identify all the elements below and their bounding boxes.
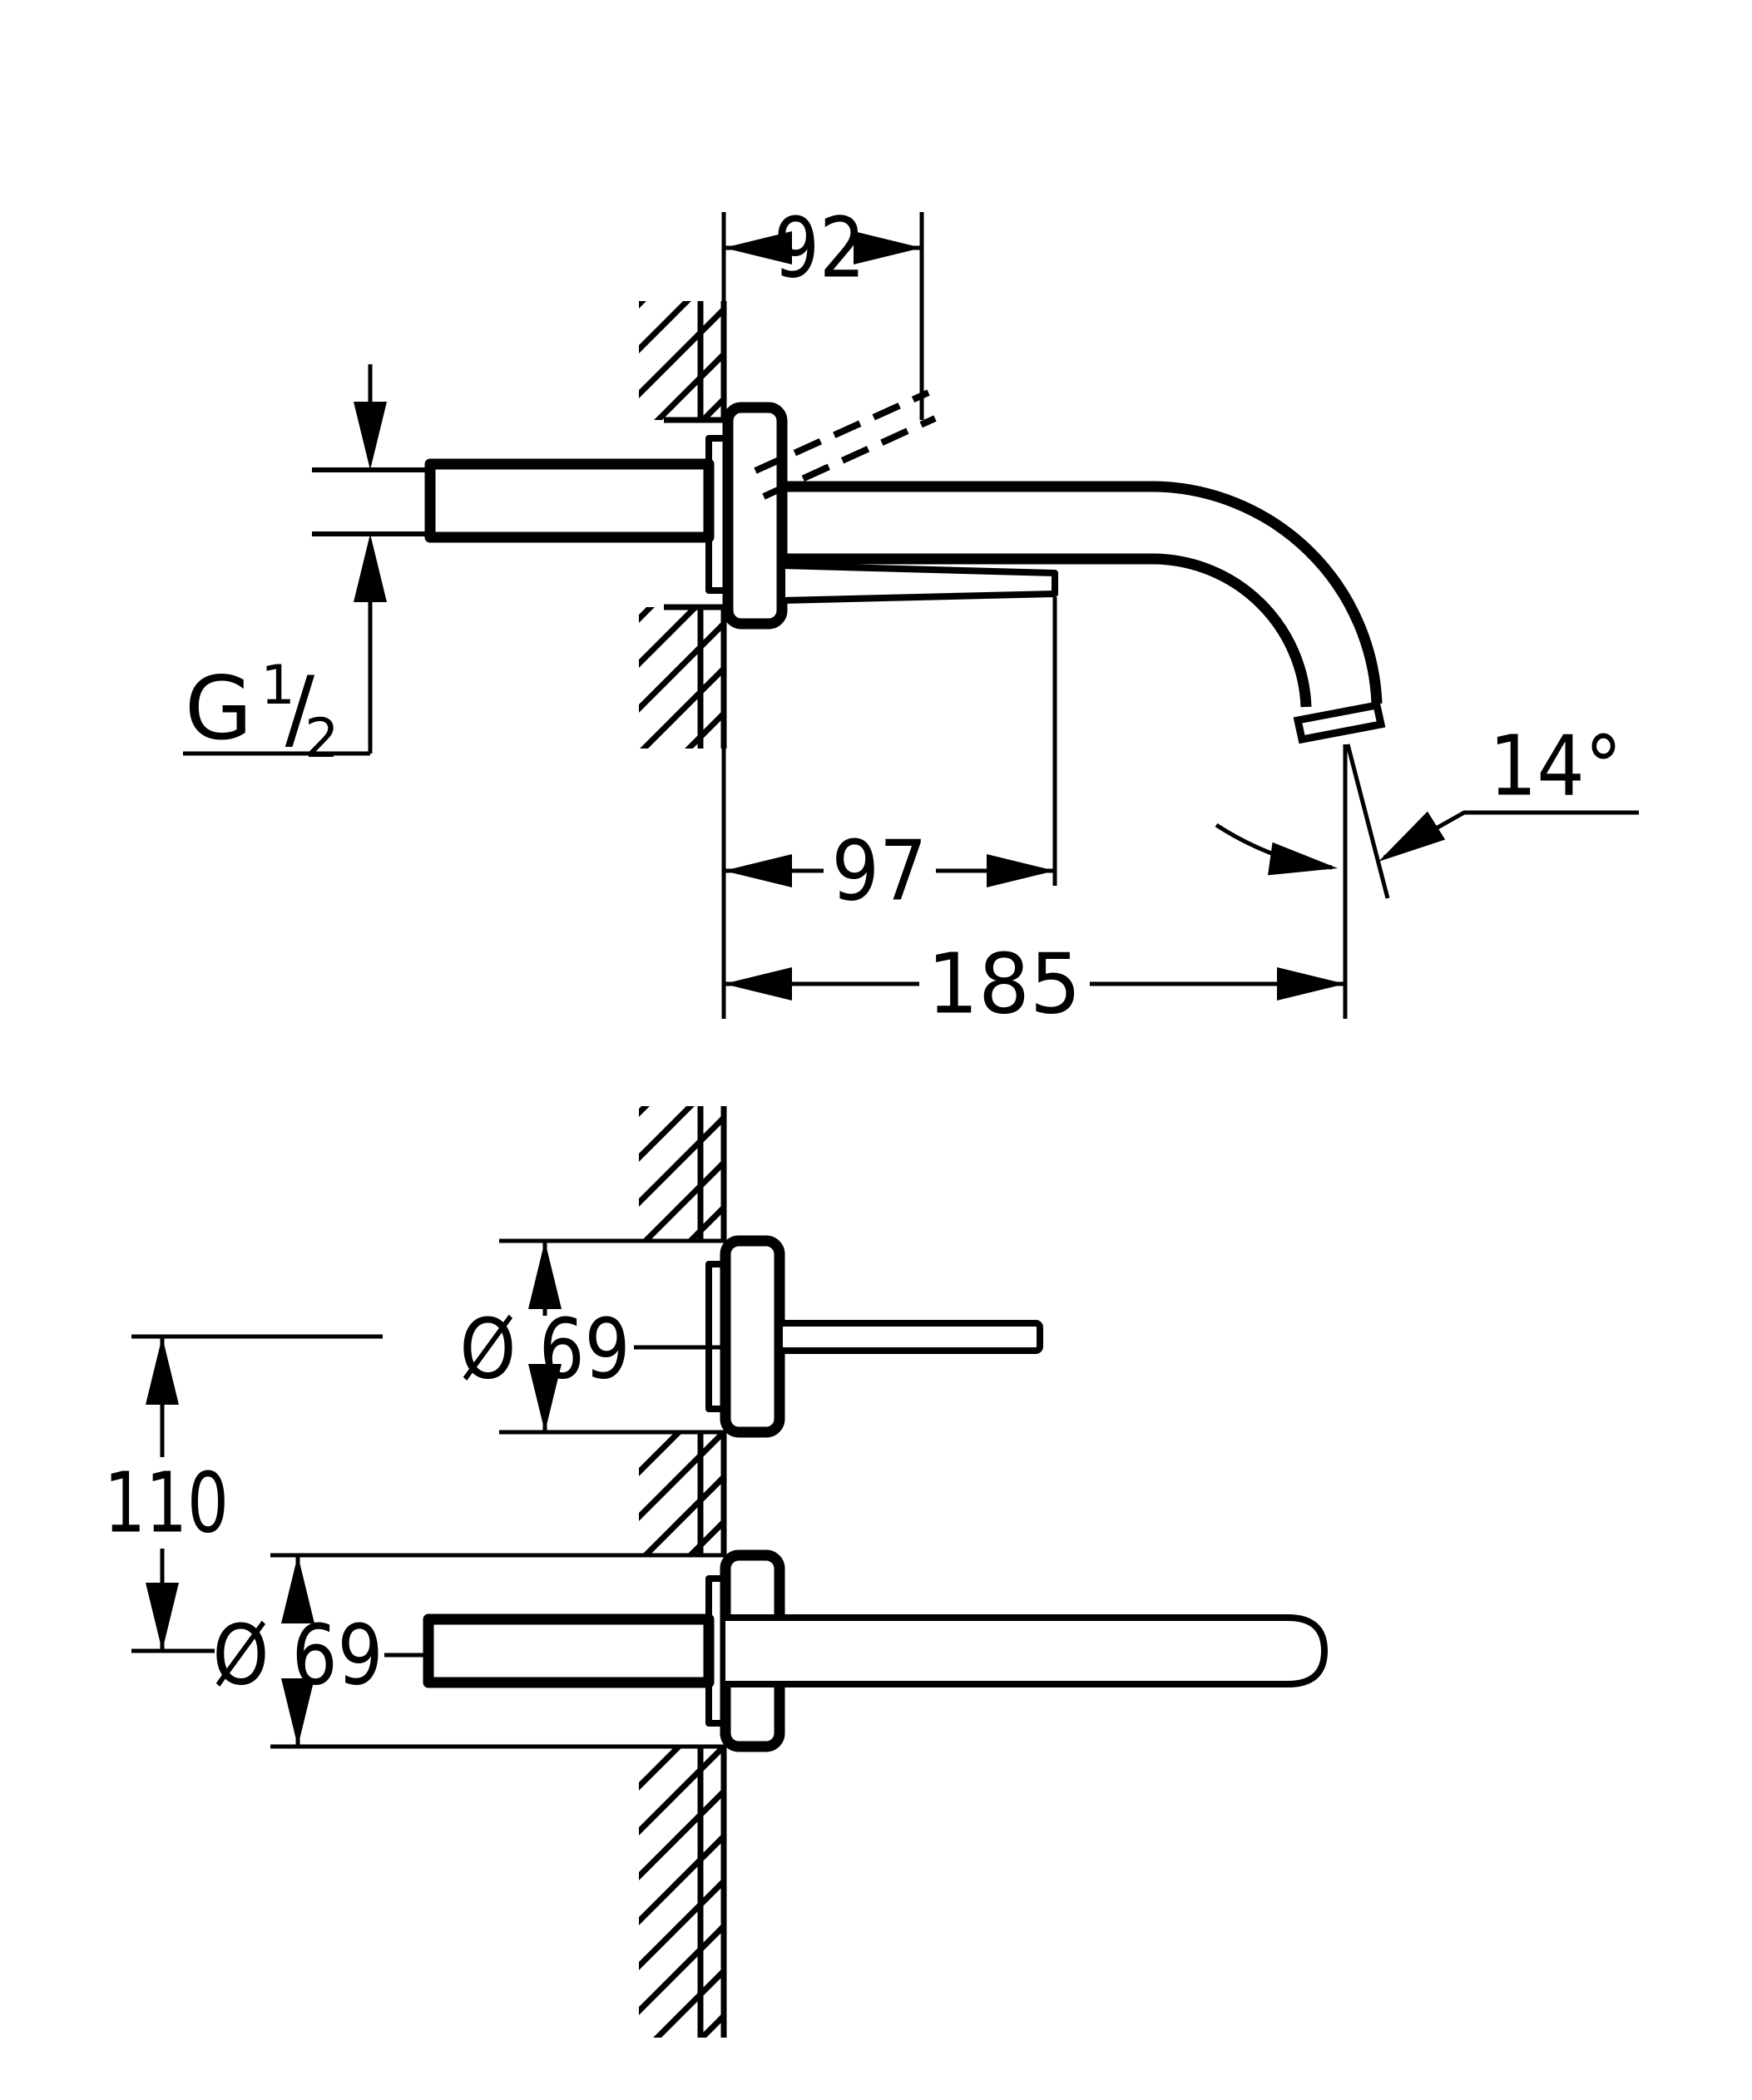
dim-arrow-icon — [281, 1555, 314, 1623]
thread-slash: / — [285, 658, 315, 759]
dim-arrow-icon — [354, 534, 387, 602]
lever-closed-position — [779, 562, 1058, 604]
dim-label-92: 92 — [774, 200, 865, 297]
dimension-185: 185 — [721, 744, 1348, 1033]
dim-arrow-icon — [854, 231, 922, 264]
handle-assembly — [705, 1235, 1043, 1438]
handle-lever-rod — [776, 1320, 1043, 1354]
spout-inner-edge — [782, 553, 1312, 708]
wall-hatch — [639, 1747, 724, 2038]
spout — [782, 481, 1386, 744]
wall-section-upper — [639, 301, 727, 423]
thread-numerator: 1 — [260, 655, 294, 717]
dim-arrow-icon — [724, 231, 792, 264]
dim-arrow-icon — [1378, 811, 1446, 862]
dim-label-spout-69: Ø 69 — [213, 1607, 384, 1704]
dimension-92: 92 — [721, 200, 924, 420]
dim-arrow-icon — [1268, 842, 1338, 876]
spout-outer-edge — [782, 481, 1383, 704]
dim-label-handle-69: Ø 69 — [460, 1301, 631, 1398]
dim-label-185: 185 — [928, 936, 1081, 1033]
lever-open-position-dashed — [754, 389, 937, 500]
front-view: Ø 69 Ø 69 110 — [104, 1106, 1328, 2038]
angle-reference-line — [1345, 744, 1390, 899]
wall-hatch — [639, 607, 724, 749]
wall-section-lower — [639, 604, 727, 749]
dim-arrow-icon — [528, 1241, 562, 1309]
wall-section-front — [639, 1106, 727, 2038]
dim-arrow-icon — [146, 1583, 179, 1651]
dim-arrow-icon — [146, 1337, 179, 1405]
valve-housing — [424, 458, 715, 543]
spout-tube-front — [725, 1614, 1328, 1687]
spout-assembly — [423, 1549, 1328, 1752]
dim-label-110: 110 — [104, 1455, 229, 1552]
dim-arrow-icon — [354, 402, 387, 470]
dim-arrow-icon — [281, 1678, 314, 1747]
angle-annotation-14deg: 14° — [1215, 718, 1639, 899]
wall-hatch — [639, 1432, 724, 1555]
dimension-97: 97 — [724, 597, 1057, 920]
dimension-handle-diameter-69: Ø 69 — [460, 1238, 725, 1435]
wall-hatch — [639, 301, 724, 420]
handle-escutcheon — [720, 1235, 785, 1438]
thread-denominator: 2 — [304, 708, 339, 770]
dim-arrow-icon — [987, 854, 1055, 887]
dim-arrow-icon — [1277, 967, 1345, 1001]
dimension-110: 110 — [104, 1334, 383, 1653]
dimension-spout-diameter-69: Ø 69 — [213, 1553, 725, 1749]
lever-dashed-top-line — [754, 389, 930, 474]
escutcheon-side — [722, 402, 788, 630]
dim-arrow-icon — [724, 967, 792, 1001]
dim-label-97: 97 — [832, 823, 928, 920]
supply-pipe — [312, 467, 430, 536]
dim-arrow-icon — [724, 854, 792, 887]
wall-hatch — [639, 1106, 724, 1241]
angle-label-14deg: 14° — [1489, 718, 1622, 815]
thread-prefix: G — [185, 658, 252, 759]
spout-aerator-tip — [1293, 700, 1386, 744]
lever-dashed-bottom-line — [762, 415, 937, 500]
dim-arrow-icon — [528, 1364, 562, 1432]
supply-nipple — [423, 1613, 715, 1688]
side-view: 92 97 185 14° — [183, 200, 1639, 1033]
